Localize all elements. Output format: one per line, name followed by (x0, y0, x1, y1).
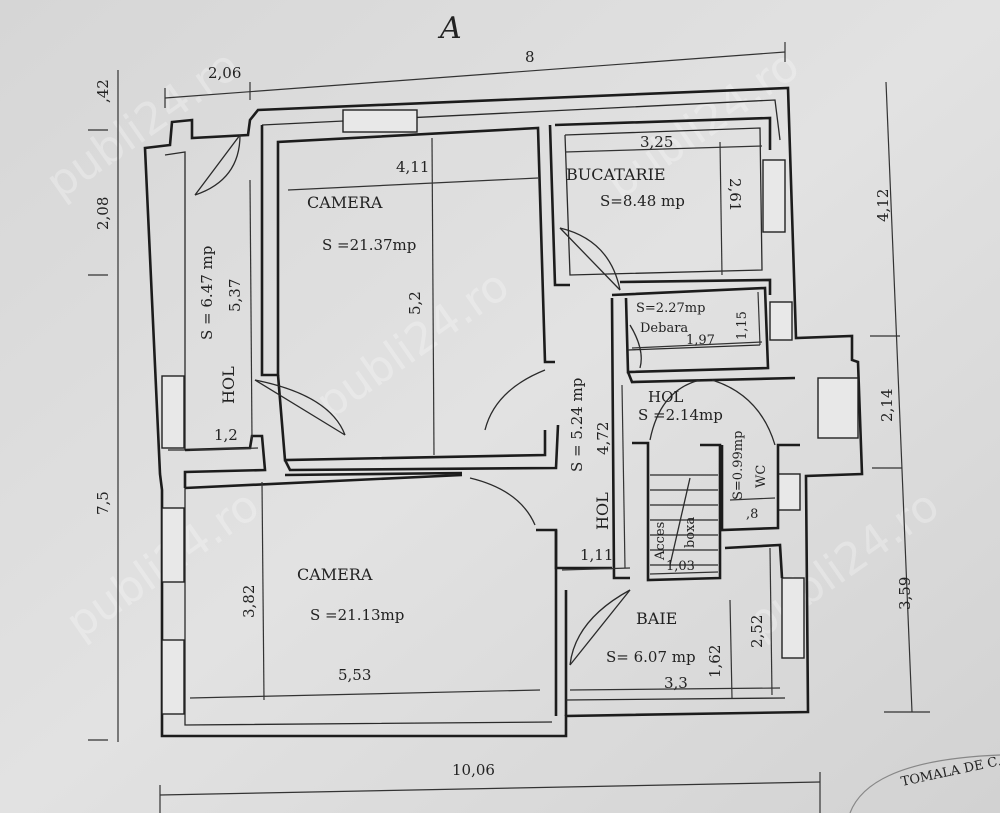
window-wc (777, 473, 801, 511)
room-dimension-lines (189, 137, 781, 701)
dim-bottom-total: 10,06 (452, 761, 495, 779)
hol-right-area: S =2.14mp (638, 406, 723, 424)
debara-length: 1,15 (735, 311, 750, 340)
window-debara (769, 301, 793, 341)
camera-bottom-width: 5,53 (338, 666, 371, 684)
debara-area: S=2.27mp (636, 301, 705, 316)
window-camera-2 (161, 639, 185, 715)
baie-length: 1,62 (706, 645, 724, 678)
baie-width: 3,3 (664, 674, 688, 692)
bucatarie-name: BUCATARIE (566, 165, 666, 184)
camera-bottom-area: S =21.13mp (310, 606, 404, 624)
interior-walls (183, 116, 800, 716)
dim-top-total: 8 (525, 48, 535, 66)
baie-length-2: 2,52 (748, 615, 766, 648)
handwritten-mark: A (437, 11, 462, 46)
hol-left-length: 5,37 (226, 279, 244, 312)
window-group (161, 109, 859, 715)
window-top (342, 109, 418, 133)
window-baie (781, 577, 805, 659)
stairs-width: 1,03 (666, 559, 695, 574)
dim-right-2: 2,14 (878, 389, 896, 422)
dim-right-3: 3,59 (896, 577, 914, 610)
dim-left-3: 7,5 (94, 491, 112, 515)
door-swings (194, 134, 776, 666)
hol-middle-length: 4,72 (594, 422, 612, 455)
stairs-label-2: boxa (683, 517, 698, 548)
window-camera-1 (161, 507, 185, 583)
hol-left-width: 1,2 (214, 426, 238, 444)
bottom-dimension-line (159, 772, 821, 813)
wc-area: S=0.99mp (731, 431, 746, 500)
hol-middle-name: HOL (593, 492, 612, 530)
window-kitchen (762, 159, 786, 233)
stairs-label-1: Acces (653, 522, 668, 561)
hol-left-area: S = 6.47 mp (198, 246, 216, 340)
left-dimension-line (88, 70, 119, 742)
wc-name: WC (754, 465, 769, 488)
camera-top-area: S =21.37mp (322, 236, 416, 254)
camera-bottom-name: CAMERA (297, 565, 373, 584)
wc-width: ,8 (746, 507, 758, 522)
hol-right-name: HOL (648, 388, 683, 406)
camera-top-length: 5,2 (406, 291, 424, 315)
stairs (650, 474, 718, 566)
hol-middle-width: 1,11 (580, 546, 613, 564)
hol-left-name: HOL (219, 366, 238, 404)
exterior-walls (143, 86, 864, 738)
top-dimension-line (164, 42, 786, 108)
dim-left-1: ,42 (94, 79, 112, 103)
dim-top-left: 2,06 (208, 64, 241, 82)
baie-area: S= 6.07 mp (606, 648, 696, 666)
dim-left-2: 2,08 (94, 197, 112, 230)
hol-middle-area: S = 5.24 mp (568, 378, 586, 472)
window-hol-left (161, 375, 185, 449)
camera-top-name: CAMERA (307, 193, 383, 212)
window-entrance (817, 377, 859, 439)
bucatarie-length: 2,61 (726, 178, 744, 211)
bucatarie-area: S=8.48 mp (600, 192, 685, 210)
camera-bottom-length: 3,82 (240, 585, 258, 618)
bucatarie-width: 3,25 (640, 133, 673, 151)
debara-name: Debara (640, 321, 688, 336)
baie-name: BAIE (636, 609, 677, 628)
dim-right-1: 4,12 (874, 189, 892, 222)
camera-top-width: 4,11 (396, 158, 429, 176)
debara-width: 1,97 (686, 333, 715, 348)
right-dimension-line (870, 81, 930, 713)
